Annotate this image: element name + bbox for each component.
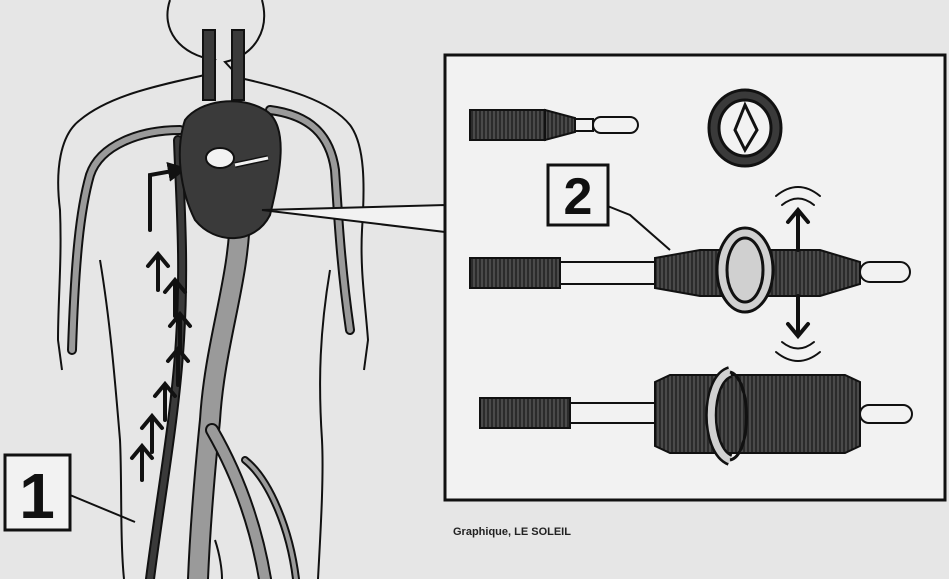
- arrow-up-icon: [148, 254, 168, 290]
- heart: [180, 101, 281, 238]
- callout-label-2: 2: [564, 168, 593, 226]
- callout-1-leader: [70, 495, 135, 522]
- aorta: [198, 210, 296, 579]
- graphic-credit: Graphique, LE SOLEIL: [453, 526, 571, 538]
- heart-valve-icon: [717, 228, 773, 312]
- arrow-up-icon: [168, 349, 188, 385]
- callout-label-1: 1: [19, 460, 55, 532]
- neck-vessels: [203, 30, 244, 100]
- zoom-wedge: [262, 205, 445, 232]
- arrow-up-icon: [170, 314, 190, 350]
- heart-valve-icon: [709, 90, 781, 166]
- arrow-up-icon: [132, 446, 152, 480]
